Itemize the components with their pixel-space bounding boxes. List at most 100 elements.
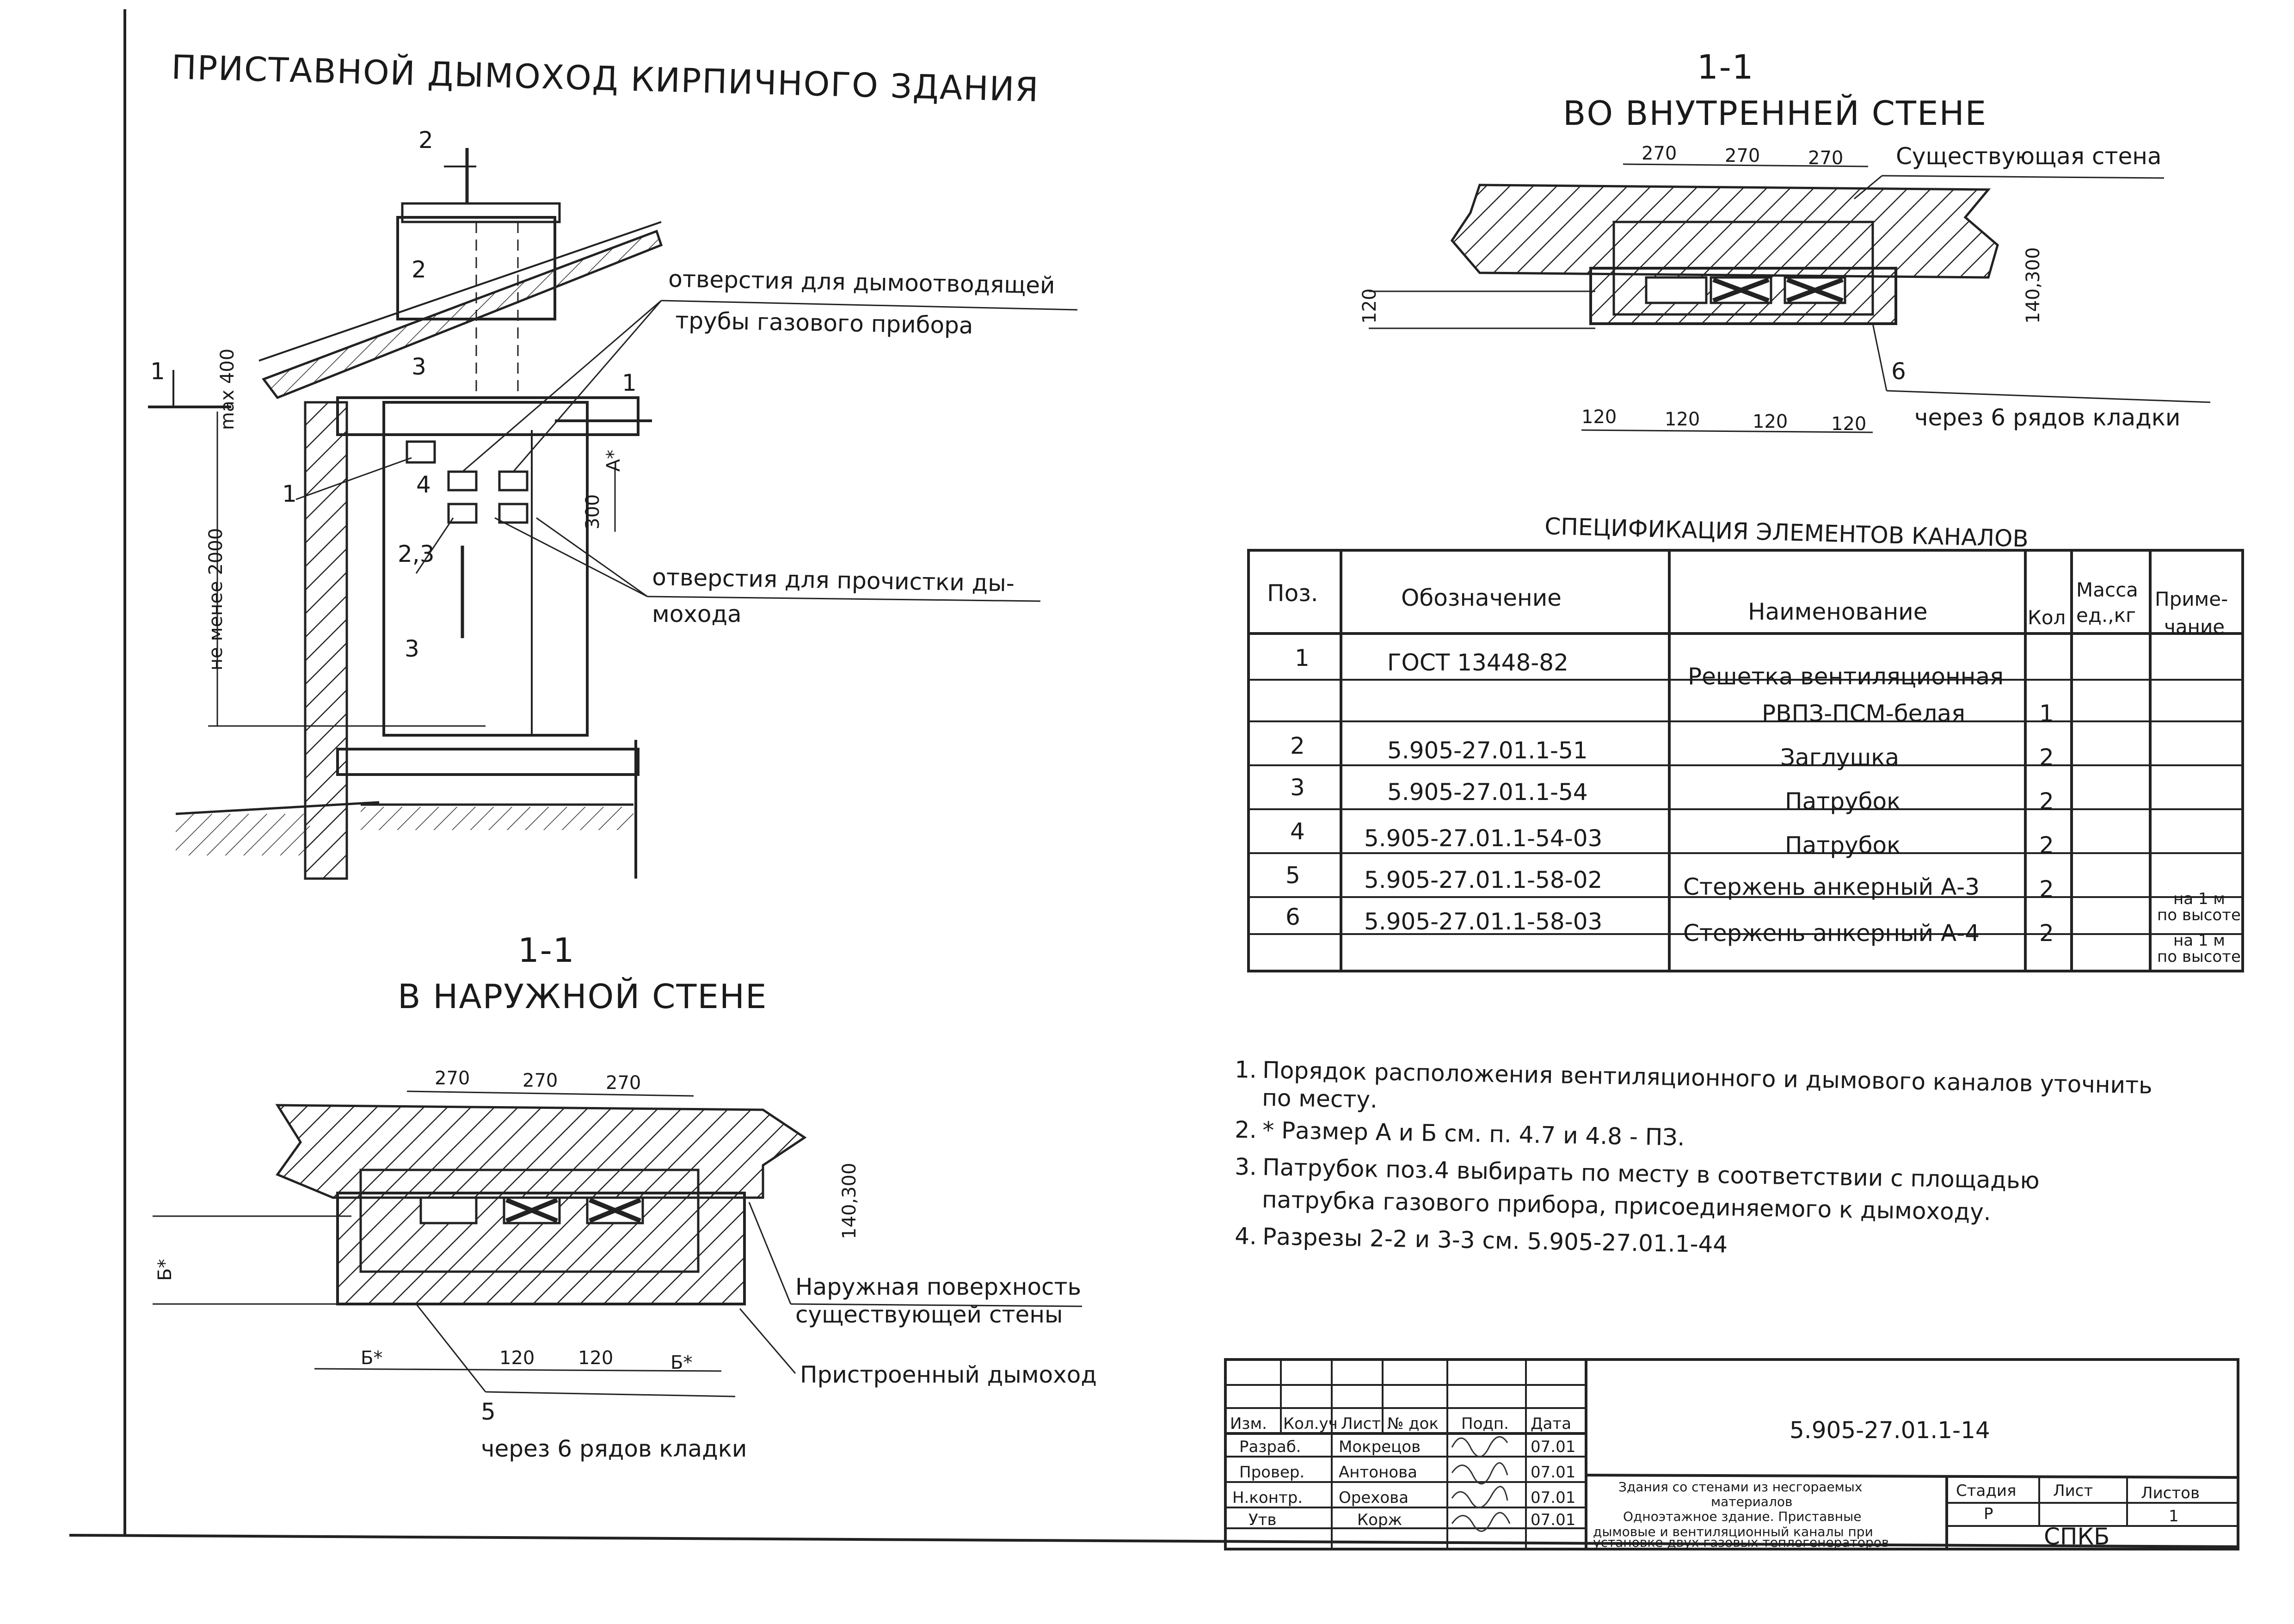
signature-scribbles — [1451, 1436, 1511, 1532]
section-outer-surface-line1: Наружная поверхность — [795, 1273, 1081, 1300]
spec-cell-pos: 2 — [1290, 732, 1305, 759]
dim-max-400: max 400 — [217, 349, 238, 430]
title-block-person: Орехова — [1339, 1489, 1408, 1507]
section-outer-mark: 1-1 — [518, 931, 575, 970]
title-block-role: Н.контр. — [1232, 1489, 1303, 1507]
spec-cell-qty: 1 — [2039, 700, 2054, 727]
spec-row: РВПЗ-ПСМ-белая 1 — [1762, 700, 2054, 727]
note-text: * Размер А и Б см. п. 4.7 и 4.8 - ПЗ. — [1262, 1117, 1685, 1151]
title-block: Изм. Кол.уч Лист № док Подп. Дата Разраб… — [1224, 1358, 2239, 1550]
spec-cell-note-1: на 1 м — [2173, 890, 2225, 908]
spec-cell-name: Стержень анкерный А-3 — [1683, 874, 1980, 900]
spec-header-qty: Кол — [2028, 606, 2066, 629]
note-gas-outlet-line2: трубы газового прибора — [675, 307, 973, 339]
section-inner-wall: 1-1 ВО ВНУТРЕННЕЙ СТЕНЕ 270 270 270 120 … — [1359, 48, 2211, 435]
elevation-view: 2 2 3 3 1 1 не менее 2000 max 400 300 А*… — [148, 127, 1078, 880]
note-cleaning-line2: мохода — [652, 601, 742, 627]
spec-cell-qty: 2 — [2039, 788, 2054, 815]
spec-header-note-2: чание — [2164, 615, 2225, 638]
title-block-person: Мокрецов — [1339, 1438, 1421, 1456]
org-name: СПКБ — [2044, 1523, 2109, 1550]
section-outer-dim-bottom-4: Б* — [670, 1352, 692, 1373]
spec-header-pos: Поз. — [1267, 580, 1318, 607]
title-block-col-kol: Кол.уч — [1283, 1415, 1338, 1433]
spec-cell-note-2: по высоте — [2157, 906, 2241, 924]
title-block-person: Корж — [1357, 1511, 1402, 1529]
spec-cell-name: РВПЗ-ПСМ-белая — [1762, 700, 1965, 727]
title-block-col-date: Дата — [1531, 1415, 1571, 1433]
note-number: 3. — [1235, 1153, 1257, 1181]
dim-a: А* — [603, 450, 624, 472]
spec-cell-name: Патрубок — [1785, 832, 1900, 859]
callout-3-top: 3 — [412, 353, 426, 380]
title-block-role: Утв — [1248, 1511, 1277, 1529]
spec-cell-note-1: на 1 м — [2173, 931, 2225, 950]
sheet-label: Лист — [2053, 1482, 2093, 1500]
note-text-cont: по месту. — [1262, 1084, 1378, 1113]
section-outer-dim-bottom-1: Б* — [361, 1347, 382, 1369]
section-outer-dim-right: 140,300 — [839, 1163, 860, 1239]
section-mark-3: 3 — [405, 635, 419, 662]
doc-desc-line1: Здания со стенами из несгораемых — [1618, 1479, 1862, 1495]
section-inner-dim-top-3: 270 — [1808, 148, 1843, 169]
section-outer-dim-left: Б* — [154, 1259, 176, 1281]
section-inner-wall-label: Существующая стена — [1896, 143, 2162, 170]
spec-cell-name: Патрубок — [1785, 788, 1900, 815]
spec-header-mass-2: ед.,кг — [2076, 604, 2136, 627]
spec-cell-pos: 1 — [1295, 645, 1310, 671]
section-outer-chimney-label: Пристроенный дымоход — [800, 1361, 1097, 1388]
title-block-date: 07.01 — [1531, 1511, 1575, 1529]
spec-cell-name: Заглушка — [1780, 744, 1899, 771]
title-block-col-doc: № док — [1387, 1415, 1439, 1433]
section-outer-dim-top-1: 270 — [435, 1068, 470, 1089]
section-inner-callout-6: 6 — [1891, 358, 1906, 385]
title-block-date: 07.01 — [1531, 1489, 1575, 1507]
spec-header-mass-1: Масса — [2076, 578, 2138, 601]
note-item: 3. Патрубок поз.4 выбирать по месту в со… — [1235, 1153, 2040, 1226]
spec-row: 6 5.905-27.01.1-58-03 Стержень анкерный … — [1285, 904, 2241, 966]
spec-cell-designation: 5.905-27.01.1-58-03 — [1364, 908, 1602, 935]
doc-code: 5.905-27.01.1-14 — [1790, 1417, 1990, 1444]
callout-1: 1 — [282, 480, 297, 507]
main-title: ПРИСТАВНОЙ ДЫМОХОД КИРПИЧНОГО ЗДАНИЯ — [171, 48, 1040, 109]
doc-desc-line5: установке двух газовых теплогенераторов — [1593, 1535, 1889, 1550]
section-outer-dim-bottom-3: 120 — [578, 1347, 613, 1369]
title-block-person: Антонова — [1339, 1463, 1417, 1482]
sheets-value: 1 — [2169, 1507, 2179, 1526]
title-block-col-sign: Подп. — [1461, 1415, 1509, 1433]
spec-header-designation: Обозначение — [1401, 584, 1562, 611]
section-inner-mark: 1-1 — [1697, 48, 1754, 86]
section-outer-rows-label: через 6 рядов кладки — [481, 1435, 747, 1462]
section-inner-dim-bottom-4: 120 — [1831, 413, 1866, 435]
spec-cell-designation: 5.905-27.01.1-54-03 — [1364, 825, 1602, 852]
section-inner-dim-bottom-1: 120 — [1581, 406, 1617, 428]
doc-desc-line4: дымовые и вентиляционный каналы при — [1593, 1524, 1873, 1539]
callout-4: 4 — [416, 471, 431, 498]
stage-label: Стадия — [1956, 1482, 2016, 1500]
section-outer-callout-5: 5 — [481, 1398, 496, 1425]
section-outer-title: В НАРУЖНОЙ СТЕНЕ — [398, 977, 767, 1016]
spec-cell-pos: 4 — [1290, 818, 1305, 845]
spec-cell-note-2: по высоте — [2157, 947, 2241, 966]
spec-row: 4 5.905-27.01.1-54-03 Патрубок 2 — [1290, 818, 2054, 859]
spec-cell-pos: 5 — [1285, 862, 1300, 889]
section-inner-dim-bottom-2: 120 — [1665, 409, 1700, 430]
section-mark-2: 2 — [418, 127, 433, 154]
note-gas-outlet-line1: отверстия для дымоотводящей — [668, 265, 1055, 299]
spec-cell-designation: 5.905-27.01.1-58-02 — [1364, 867, 1602, 893]
spec-cell-designation: ГОСТ 13448-82 — [1387, 649, 1568, 676]
note-text-cont: патрубка газового прибора, присоединяемо… — [1262, 1186, 1992, 1226]
spec-cell-name: Стержень анкерный А-4 — [1683, 920, 1980, 947]
spec-table: СПЕЦИФИКАЦИЯ ЭЛЕМЕНТОВ КАНАЛОВ Поз. Обоз… — [1247, 513, 2244, 972]
dim-min-height: не менее 2000 — [205, 528, 227, 671]
title-block-col-list: Лист — [1341, 1415, 1381, 1433]
section-mark-1-right: 1 — [622, 369, 637, 396]
stage-value: Р — [1984, 1505, 1993, 1523]
section-inner-dim-top-2: 270 — [1725, 145, 1760, 166]
note-number: 2. — [1235, 1116, 1257, 1144]
note-number: 1. — [1235, 1056, 1257, 1083]
sheets-label: Листов — [2141, 1484, 2200, 1502]
section-inner-rows-label: через 6 рядов кладки — [1914, 404, 2180, 431]
